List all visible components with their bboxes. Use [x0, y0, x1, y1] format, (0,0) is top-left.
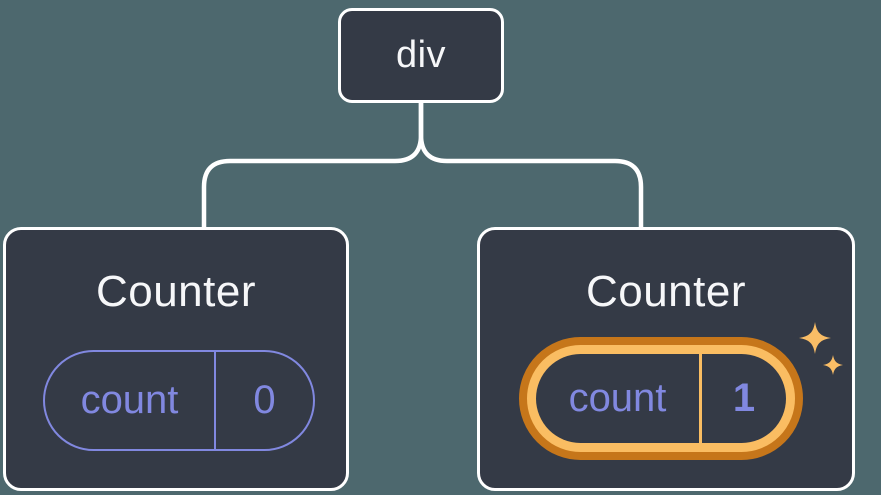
counter-title: Counter — [95, 267, 257, 316]
root-node-div: div — [338, 8, 504, 103]
state-pill-divider — [699, 354, 702, 443]
state-pill-highlighted-inner: count 1 — [536, 354, 786, 443]
counter-node-right: Counter count 1 — [477, 227, 855, 491]
state-value: 1 — [732, 376, 756, 420]
counter-node-left: Counter count 0 — [3, 227, 349, 491]
state-pill-divider — [214, 352, 216, 449]
state-pill-highlighted: count 1 — [519, 337, 803, 460]
root-node-label: div — [395, 34, 447, 76]
state-key-label: count — [568, 376, 667, 420]
state-pill: count 0 — [43, 350, 315, 451]
state-key-label: count — [80, 378, 179, 422]
state-value: 0 — [253, 378, 276, 422]
counter-title: Counter — [585, 267, 747, 316]
